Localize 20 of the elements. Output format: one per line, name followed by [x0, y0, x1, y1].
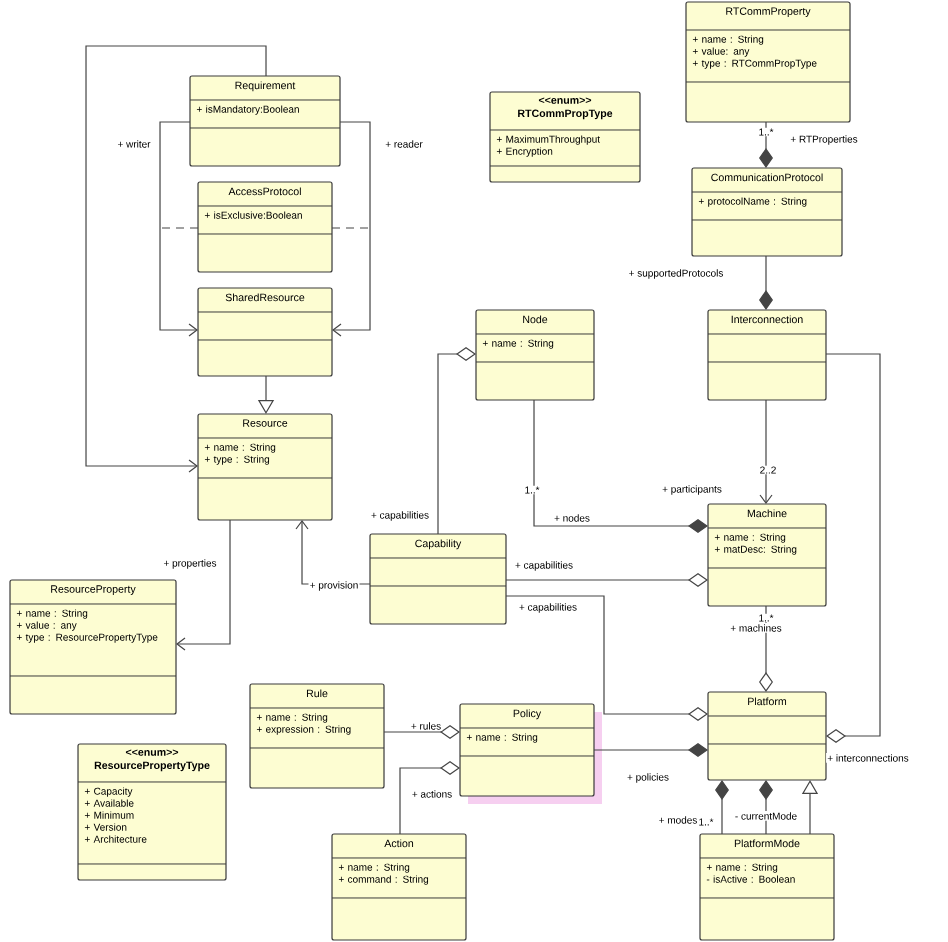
association-arrow: [85, 45, 267, 473]
association-class-link: [159, 227, 199, 229]
composition-line: [715, 780, 729, 835]
aggregation-line: [759, 605, 773, 692]
aggregation-line: [505, 595, 708, 721]
association-arrow: [759, 399, 773, 504]
composition-line: [759, 780, 773, 835]
association-arrow: [159, 121, 198, 337]
composition-line: [593, 743, 708, 757]
aggregation-line: [505, 573, 708, 587]
composition-line: [759, 121, 773, 168]
association-class-link: [331, 227, 371, 229]
aggregation-line: [383, 725, 460, 739]
composition-line: [533, 399, 708, 533]
aggregation-line: [825, 353, 881, 743]
aggregation-line: [399, 761, 460, 835]
composition-line: [759, 255, 773, 310]
association-arrow: [332, 121, 371, 337]
aggregation-line: [437, 347, 476, 535]
association-arrow: [176, 519, 231, 651]
